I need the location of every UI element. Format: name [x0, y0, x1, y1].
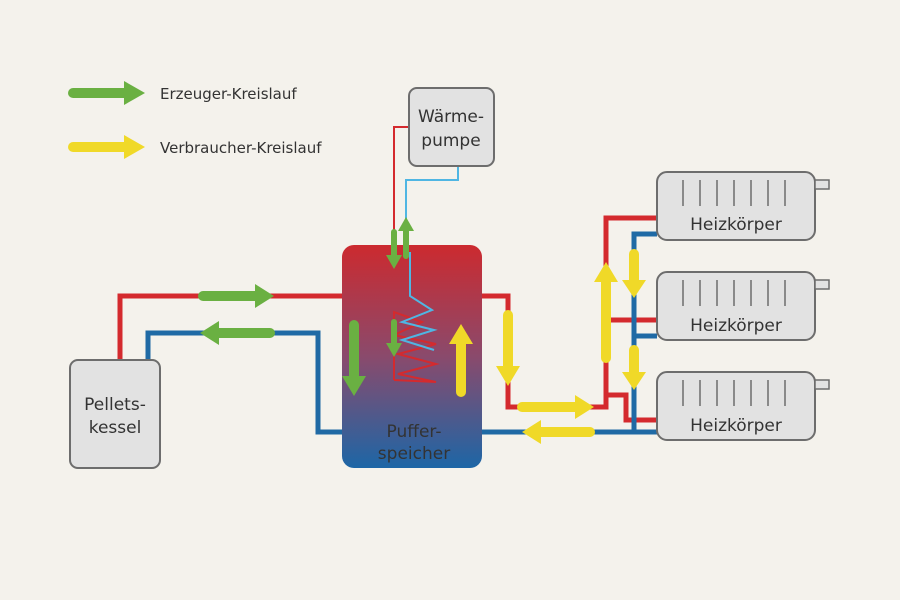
- buffer-tank: Puffer- speicher: [342, 245, 482, 468]
- arrow-down-icon: [386, 229, 402, 269]
- arrow-down-icon: [622, 345, 646, 390]
- radiator-3-label: Heizkörper: [690, 416, 782, 436]
- pellet-boiler: Pellets- kessel: [69, 359, 161, 469]
- radiator-fins-icon: [682, 380, 786, 406]
- radiator-fins-icon: [682, 180, 786, 206]
- producer-arrow-icon: [68, 81, 145, 105]
- legend-producer-label: Erzeuger-Kreislauf: [160, 85, 297, 103]
- boiler-return-pipe: [145, 330, 342, 435]
- radiator-1-label: Heizkörper: [690, 215, 782, 235]
- arrow-left-icon: [200, 321, 275, 345]
- radiator-fins-icon: [682, 280, 786, 306]
- buffer-tank-label-line2: speicher: [378, 444, 450, 464]
- arrow-down-icon: [342, 320, 366, 396]
- arrow-down-icon: [622, 249, 646, 298]
- heat-pump: Wärme- pumpe: [408, 87, 495, 167]
- arrow-left-icon: [522, 420, 595, 444]
- arrow-up-icon: [449, 324, 473, 397]
- pellet-boiler-label-line2: kessel: [89, 418, 142, 438]
- heat-pump-return-pipe: [405, 166, 459, 252]
- pellet-boiler-label-line1: Pellets-: [84, 395, 146, 415]
- buffer-tank-label-line1: Puffer-: [387, 422, 442, 442]
- radiator-2: Heizkörper: [656, 271, 830, 341]
- arrow-down-icon: [386, 319, 402, 357]
- radiator-2-label: Heizkörper: [690, 316, 782, 336]
- radiator-supply-branch-3: [606, 392, 657, 423]
- arrow-right-icon: [198, 284, 274, 308]
- legend: Erzeuger-Kreislauf Verbraucher-Kreislauf: [68, 81, 322, 159]
- heating-coil-icon: [390, 252, 440, 383]
- heat-pump-label-line1: Wärme-: [418, 107, 484, 127]
- producer-flow-arrows: [198, 217, 414, 396]
- heat-pump-supply-pipe: [393, 126, 409, 252]
- legend-consumer-label: Verbraucher-Kreislauf: [160, 139, 322, 157]
- consumer-arrow-icon: [68, 135, 145, 159]
- heat-pump-pipes: [393, 126, 459, 252]
- radiator-3: Heizkörper: [656, 371, 830, 441]
- arrow-right-icon: [517, 395, 594, 419]
- heat-pump-label-line2: pumpe: [421, 131, 480, 151]
- radiator-1: Heizkörper: [656, 171, 830, 241]
- arrow-down-icon: [496, 310, 520, 386]
- arrow-up-icon: [594, 262, 618, 363]
- consumer-flow-arrows: [449, 249, 646, 444]
- arrow-up-icon: [398, 217, 414, 259]
